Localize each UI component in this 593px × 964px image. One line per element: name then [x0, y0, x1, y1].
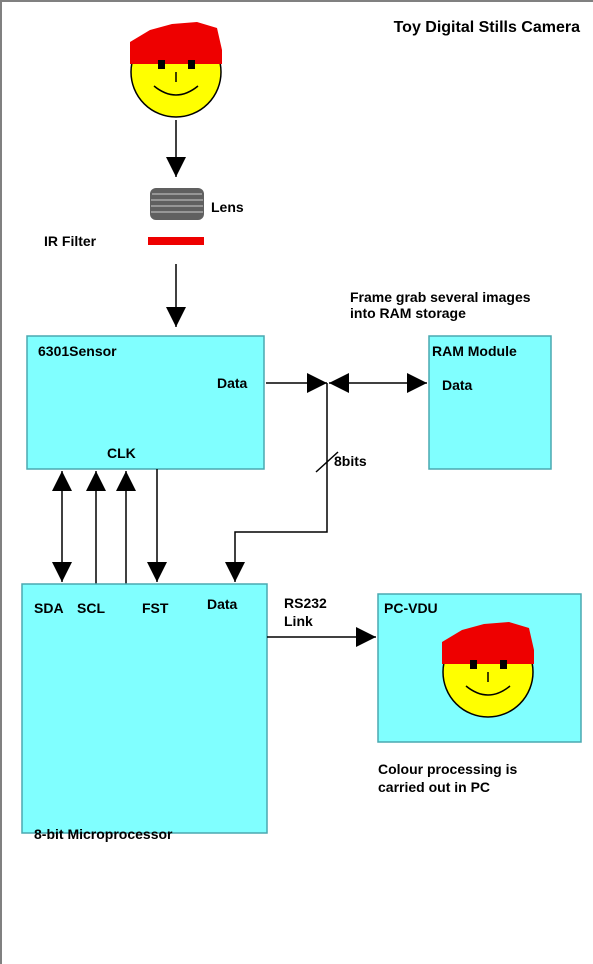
frame-grab-note-line2: into RAM storage — [350, 305, 466, 321]
ir-filter-label: IR Filter — [44, 233, 97, 249]
lens-icon — [150, 188, 204, 220]
micro-sda-port: SDA — [34, 600, 64, 616]
bus-width-label: 8bits — [334, 453, 367, 469]
pc-vdu-label: PC-VDU — [384, 600, 438, 616]
pc-face-icon — [442, 622, 534, 718]
microprocessor-label: 8-bit Microprocessor — [34, 826, 173, 842]
colour-note-line2: carried out in PC — [378, 779, 490, 795]
ram-module-block — [428, 335, 552, 470]
diagram-title: Toy Digital Stills Camera — [394, 19, 581, 36]
ram-module-label: RAM Module — [432, 343, 517, 359]
microprocessor-block — [21, 583, 268, 834]
lens-label: Lens — [211, 199, 244, 215]
rs232-label-line1: RS232 — [284, 595, 327, 611]
subject-face-icon — [130, 22, 222, 118]
micro-data-port: Data — [207, 596, 238, 612]
frame-grab-note-line1: Frame grab several images — [350, 289, 531, 305]
micro-scl-port: SCL — [77, 600, 105, 616]
micro-fst-port: FST — [142, 600, 169, 616]
sensor-block — [26, 335, 265, 470]
bus-width-slash — [315, 451, 339, 473]
rs232-label-line2: Link — [284, 613, 313, 629]
colour-note-line1: Colour processing is — [378, 761, 517, 777]
data-bus-to-micro — [225, 383, 328, 582]
sensor-data-port: Data — [217, 375, 248, 391]
ram-data-port: Data — [442, 377, 473, 393]
sensor-label: 6301Sensor — [38, 343, 117, 359]
sensor-clk-port: CLK — [107, 445, 136, 461]
ir-filter-icon — [148, 237, 204, 245]
